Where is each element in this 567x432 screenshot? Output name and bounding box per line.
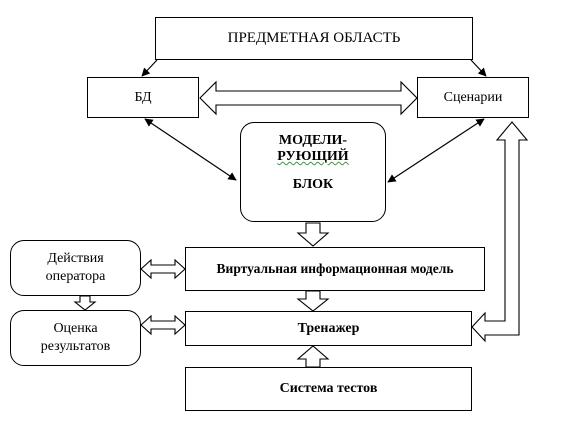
results-assessment-block: Оценка результатов	[10, 310, 141, 366]
results-assessment-line1: Оценка	[53, 321, 98, 336]
operator-actions-line1: Действия	[47, 251, 104, 266]
modeling-block-line1: МОДЕЛИ-	[278, 133, 348, 148]
virtual-model-block: Виртуальная информационная модель	[185, 247, 485, 291]
operator-actions-line2: оператора	[45, 269, 106, 284]
operator-actions-block: Действия оператора	[10, 240, 141, 296]
hollow-arrow-actions-to-results	[73, 295, 97, 311]
arrow-scenarios-modeling	[387, 118, 485, 183]
db-label: БД	[134, 89, 152, 105]
hollow-arrow-results-simulator	[140, 314, 186, 336]
simulator-label: Тренажер	[297, 320, 360, 336]
modeling-block-line2: РУЮЩИЙ	[277, 149, 349, 164]
subject-area-block: ПРЕДМЕТНАЯ ОБЛАСТЬ	[155, 17, 473, 60]
hollow-arrow-tests-to-simulator	[296, 345, 330, 368]
results-assessment-line2: результатов	[40, 339, 111, 354]
db-block: БД	[87, 77, 199, 118]
hollow-arrow-modeling-to-model	[296, 222, 330, 247]
modeling-block-line3: БЛОК	[292, 177, 334, 192]
arrow-db-modeling	[144, 118, 237, 181]
simulator-block: Тренажер	[185, 311, 472, 346]
hollow-arrow-db-scenarios	[199, 80, 418, 116]
hollow-arrow-actions-model	[140, 258, 186, 280]
virtual-model-label: Виртуальная информационная модель	[216, 261, 454, 276]
arrow-subject-to-db	[141, 59, 158, 77]
hollow-feedback-arrow-simulator-scenarios	[471, 121, 529, 343]
scenarios-label: Сценарии	[443, 89, 503, 105]
arrow-subject-to-scenarios	[470, 59, 487, 77]
test-system-label: Система тестов	[279, 381, 378, 396]
hollow-arrow-model-to-simulator	[296, 290, 330, 312]
subject-area-label: ПРЕДМЕТНАЯ ОБЛАСТЬ	[227, 30, 401, 46]
modeling-block: МОДЕЛИ- РУЮЩИЙ БЛОК	[240, 122, 386, 222]
test-system-block: Система тестов	[185, 367, 472, 411]
scenarios-block: Сценарии	[417, 77, 529, 118]
